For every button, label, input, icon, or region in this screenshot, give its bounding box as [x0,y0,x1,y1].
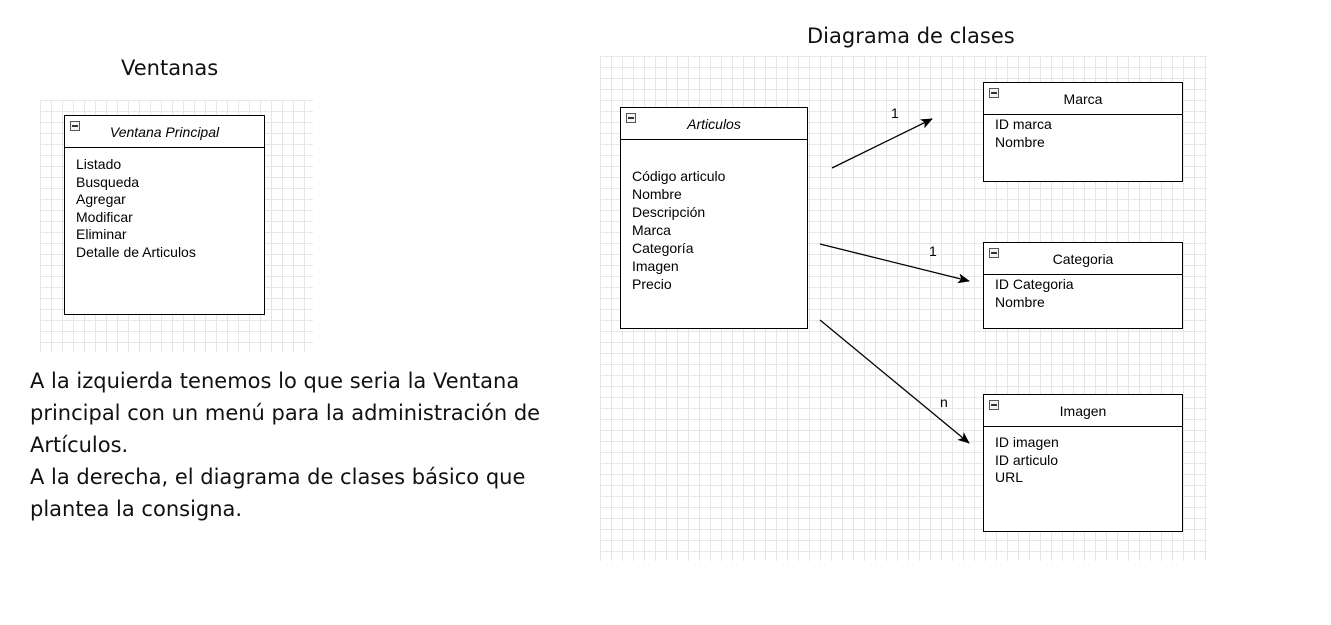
class-articulos-title: Articulos [687,115,741,132]
multiplicity-label-categoria: 1 [929,243,937,259]
attribute: Imagen [632,258,679,274]
attribute: URL [995,469,1024,486]
window-principal-header: Ventana Principal [65,116,264,148]
attribute: ID Categoria [995,276,1074,292]
right-title: Diagrama de clases [807,24,1015,48]
collapse-icon[interactable] [626,113,636,123]
menu-item-agregar: Agregar [76,191,126,208]
description-paragraph-1: A la izquierda tenemos lo que seria la V… [30,369,541,457]
collapse-icon[interactable] [989,400,999,410]
menu-item-eliminar: Eliminar [76,226,127,243]
class-imagen-title: Imagen [1059,402,1107,419]
class-categoria-attributes: ID Categoria Nombre [984,275,1182,311]
class-categoria[interactable]: Categoria ID Categoria Nombre [983,242,1183,329]
attribute: Código articulo [632,168,726,184]
attribute: ID imagen [995,434,1059,450]
class-marca[interactable]: Marca ID marca Nombre [983,82,1183,182]
attribute: ID marca [995,116,1052,132]
class-marca-attributes: ID marca Nombre [984,115,1182,151]
menu-item-detalle: Detalle de Articulos [76,243,196,260]
collapse-icon[interactable] [989,248,999,258]
relation-arrow-categoria [819,243,970,284]
class-imagen[interactable]: Imagen ID imagen ID articulo URL [983,394,1183,532]
class-articulos-header: Articulos [621,108,807,140]
attribute: Categoría [632,240,694,256]
relation-arrow-marca [831,118,933,169]
description-text: A la izquierda tenemos lo que seria la V… [30,365,570,525]
attribute: Nombre [995,133,1045,150]
attribute: Descripción [632,204,706,220]
description-paragraph-2: A la derecha, el diagrama de clases bási… [30,465,526,521]
window-menu-list: Listado Busqueda Agregar Modificar Elimi… [65,148,264,262]
attribute: Nombre [995,293,1045,310]
menu-item-modificar: Modificar [76,208,133,225]
class-marca-header: Marca [984,83,1182,115]
attribute: Marca [632,222,671,238]
collapse-icon[interactable] [70,121,80,131]
class-categoria-title: Categoria [1052,250,1114,267]
attribute: Nombre [632,186,682,202]
class-imagen-attributes: ID imagen ID articulo URL [984,427,1182,487]
class-marca-title: Marca [1063,90,1103,107]
attribute: Precio [632,276,672,292]
class-articulos[interactable]: Articulos Código articulo Nombre Descrip… [620,107,808,329]
relation-arrow-imagen [819,319,970,444]
class-categoria-header: Categoria [984,243,1182,275]
multiplicity-label-imagen: n [940,394,948,410]
left-title: Ventanas [121,56,219,80]
window-principal-box[interactable]: Ventana Principal Listado Busqueda Agreg… [64,115,265,315]
menu-item-busqueda: Busqueda [76,173,140,190]
window-principal-title: Ventana Principal [109,123,220,140]
class-articulos-attributes: Código articulo Nombre Descripción Marca… [621,140,807,293]
class-imagen-header: Imagen [984,395,1182,427]
collapse-icon[interactable] [989,88,999,98]
attribute: ID articulo [995,451,1059,468]
menu-item-listado: Listado [76,156,122,172]
multiplicity-label-marca: 1 [891,105,899,121]
